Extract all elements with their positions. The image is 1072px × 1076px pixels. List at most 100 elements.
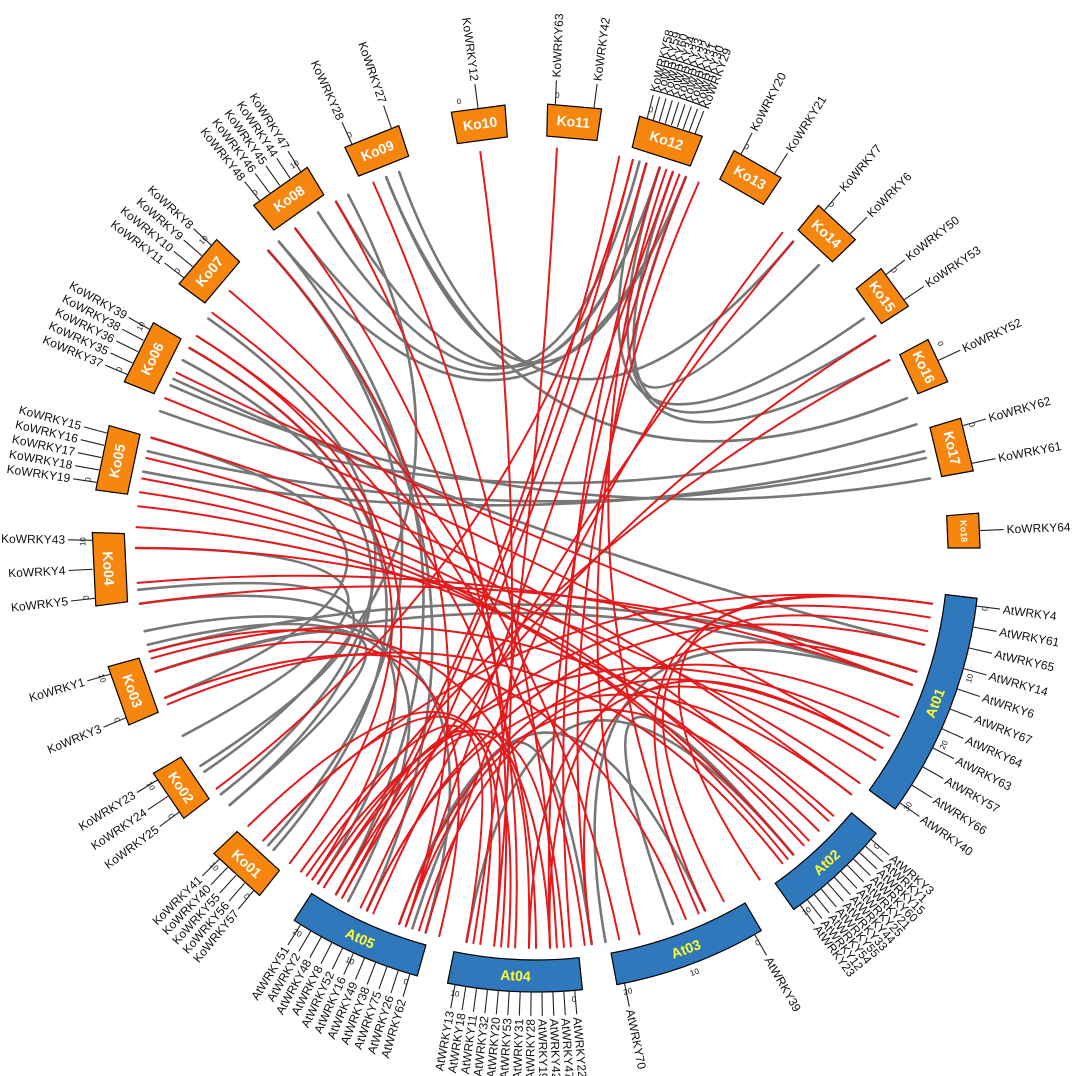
gene-label: KoWRKY52 bbox=[960, 315, 1024, 355]
gene-marker bbox=[73, 478, 97, 483]
collinearity-link bbox=[335, 732, 531, 949]
gene-marker bbox=[104, 364, 128, 376]
tick-label: 0 bbox=[456, 97, 462, 107]
collinearity-link bbox=[626, 166, 891, 424]
tick-label: 0 bbox=[967, 421, 977, 428]
gene-marker bbox=[183, 239, 203, 257]
tick-label: 0 bbox=[251, 187, 261, 197]
gene-label: KoWRKY5 bbox=[10, 594, 69, 614]
gene-marker bbox=[164, 262, 185, 279]
gene-marker bbox=[806, 899, 823, 919]
gene-marker bbox=[963, 667, 987, 676]
collinearity-link bbox=[583, 679, 884, 946]
gene-marker bbox=[265, 165, 281, 186]
gene-marker bbox=[799, 904, 815, 925]
gene-marker bbox=[646, 94, 654, 119]
chromosome-at05 bbox=[293, 892, 427, 977]
collinearity-link bbox=[528, 685, 877, 949]
collinearity-link bbox=[166, 651, 784, 865]
chromosome-ko17 bbox=[929, 417, 975, 478]
gene-marker bbox=[903, 285, 925, 301]
tick-label: 0 bbox=[743, 142, 752, 152]
gene-marker bbox=[949, 708, 973, 719]
chromosome-label: Ko18 bbox=[958, 520, 969, 542]
chromosome-ko07 bbox=[178, 238, 241, 304]
collinearity-link bbox=[472, 147, 558, 945]
tick-label: 0 bbox=[935, 340, 945, 349]
tick-label: 0 bbox=[754, 938, 763, 948]
gene-marker bbox=[682, 106, 692, 130]
gene-marker bbox=[774, 153, 788, 174]
tick-label: 0 bbox=[173, 266, 183, 275]
gene-marker bbox=[210, 867, 228, 886]
tick-label: 0 bbox=[346, 130, 354, 140]
gene-marker bbox=[244, 181, 261, 201]
chromosome-ko14 bbox=[797, 204, 857, 263]
gene-marker bbox=[287, 150, 302, 172]
collinearity-link bbox=[158, 409, 918, 485]
collinearity-link bbox=[372, 181, 558, 949]
gene-marker bbox=[593, 83, 598, 108]
chromosome-ko10 bbox=[450, 104, 508, 145]
gene-marker bbox=[68, 568, 93, 572]
tick-label: 10 bbox=[78, 537, 87, 547]
gene-marker bbox=[461, 986, 467, 1011]
gene-marker bbox=[552, 991, 555, 1016]
gene-label: KoWRKY63 bbox=[550, 13, 567, 78]
gene-marker bbox=[827, 882, 844, 902]
collinearity-link bbox=[404, 708, 820, 928]
gene-marker bbox=[820, 888, 837, 908]
chromosome-ko03 bbox=[107, 657, 159, 726]
collinearity-link bbox=[323, 729, 493, 946]
collinearity-link bbox=[596, 176, 687, 936]
gene-label: KoWRKY1 bbox=[27, 675, 86, 705]
collinearity-link bbox=[305, 359, 891, 877]
gene-marker bbox=[366, 961, 377, 985]
chromosome-ko06 bbox=[123, 321, 182, 395]
gene-marker bbox=[450, 984, 456, 1009]
chromosome-ko04 bbox=[91, 531, 129, 607]
gene-marker bbox=[823, 191, 841, 211]
chromosome-label: Ko10 bbox=[462, 114, 498, 134]
chromosome-ko05 bbox=[95, 424, 141, 495]
tick-label: 0 bbox=[571, 995, 577, 1004]
collinearity-link bbox=[548, 641, 918, 949]
gene-marker bbox=[343, 952, 355, 975]
tick-label: 0 bbox=[872, 841, 882, 851]
gene-marker bbox=[938, 349, 961, 361]
chromosome-at03 bbox=[610, 902, 763, 986]
collinearity-link bbox=[359, 162, 648, 909]
collinearity-link bbox=[136, 581, 356, 768]
collinearity-link bbox=[547, 173, 681, 949]
tick-label: 0 bbox=[827, 200, 837, 210]
collinearity-link bbox=[150, 436, 853, 796]
gene-marker bbox=[972, 626, 997, 632]
gene-marker bbox=[128, 317, 150, 330]
collinearity-link bbox=[267, 249, 450, 928]
collinearity-link bbox=[228, 289, 621, 941]
gene-marker bbox=[331, 947, 344, 970]
gene-label: AtWRKY31 bbox=[510, 1018, 526, 1076]
gene-marker bbox=[159, 811, 180, 827]
tick-label: 0 bbox=[402, 977, 409, 987]
chromosome-ko18 bbox=[946, 512, 981, 549]
collinearity-link bbox=[323, 604, 931, 889]
gene-label: KoWRKY12 bbox=[459, 17, 481, 83]
gene-label: AtWRKY4 bbox=[1002, 603, 1058, 624]
collinearity-link bbox=[335, 200, 508, 948]
gene-label: KoWRKY28 bbox=[308, 58, 347, 122]
gene-marker bbox=[147, 795, 169, 811]
gene-label: KoWRKY6 bbox=[864, 169, 915, 220]
gene-label: AtWRKY61 bbox=[998, 625, 1061, 650]
chromosome-ko13 bbox=[719, 149, 782, 206]
gene-marker bbox=[864, 845, 884, 863]
gene-marker bbox=[254, 173, 271, 194]
chromosome-label: Ko05 bbox=[106, 442, 129, 479]
gene-marker bbox=[354, 957, 366, 980]
chromosome-ko09 bbox=[344, 124, 410, 177]
collinearity-link bbox=[398, 663, 900, 925]
gene-label: AtWRKY42 bbox=[547, 1018, 563, 1076]
collinearity-link bbox=[311, 666, 891, 881]
collinearity-link bbox=[136, 574, 913, 686]
gene-marker bbox=[652, 96, 661, 120]
